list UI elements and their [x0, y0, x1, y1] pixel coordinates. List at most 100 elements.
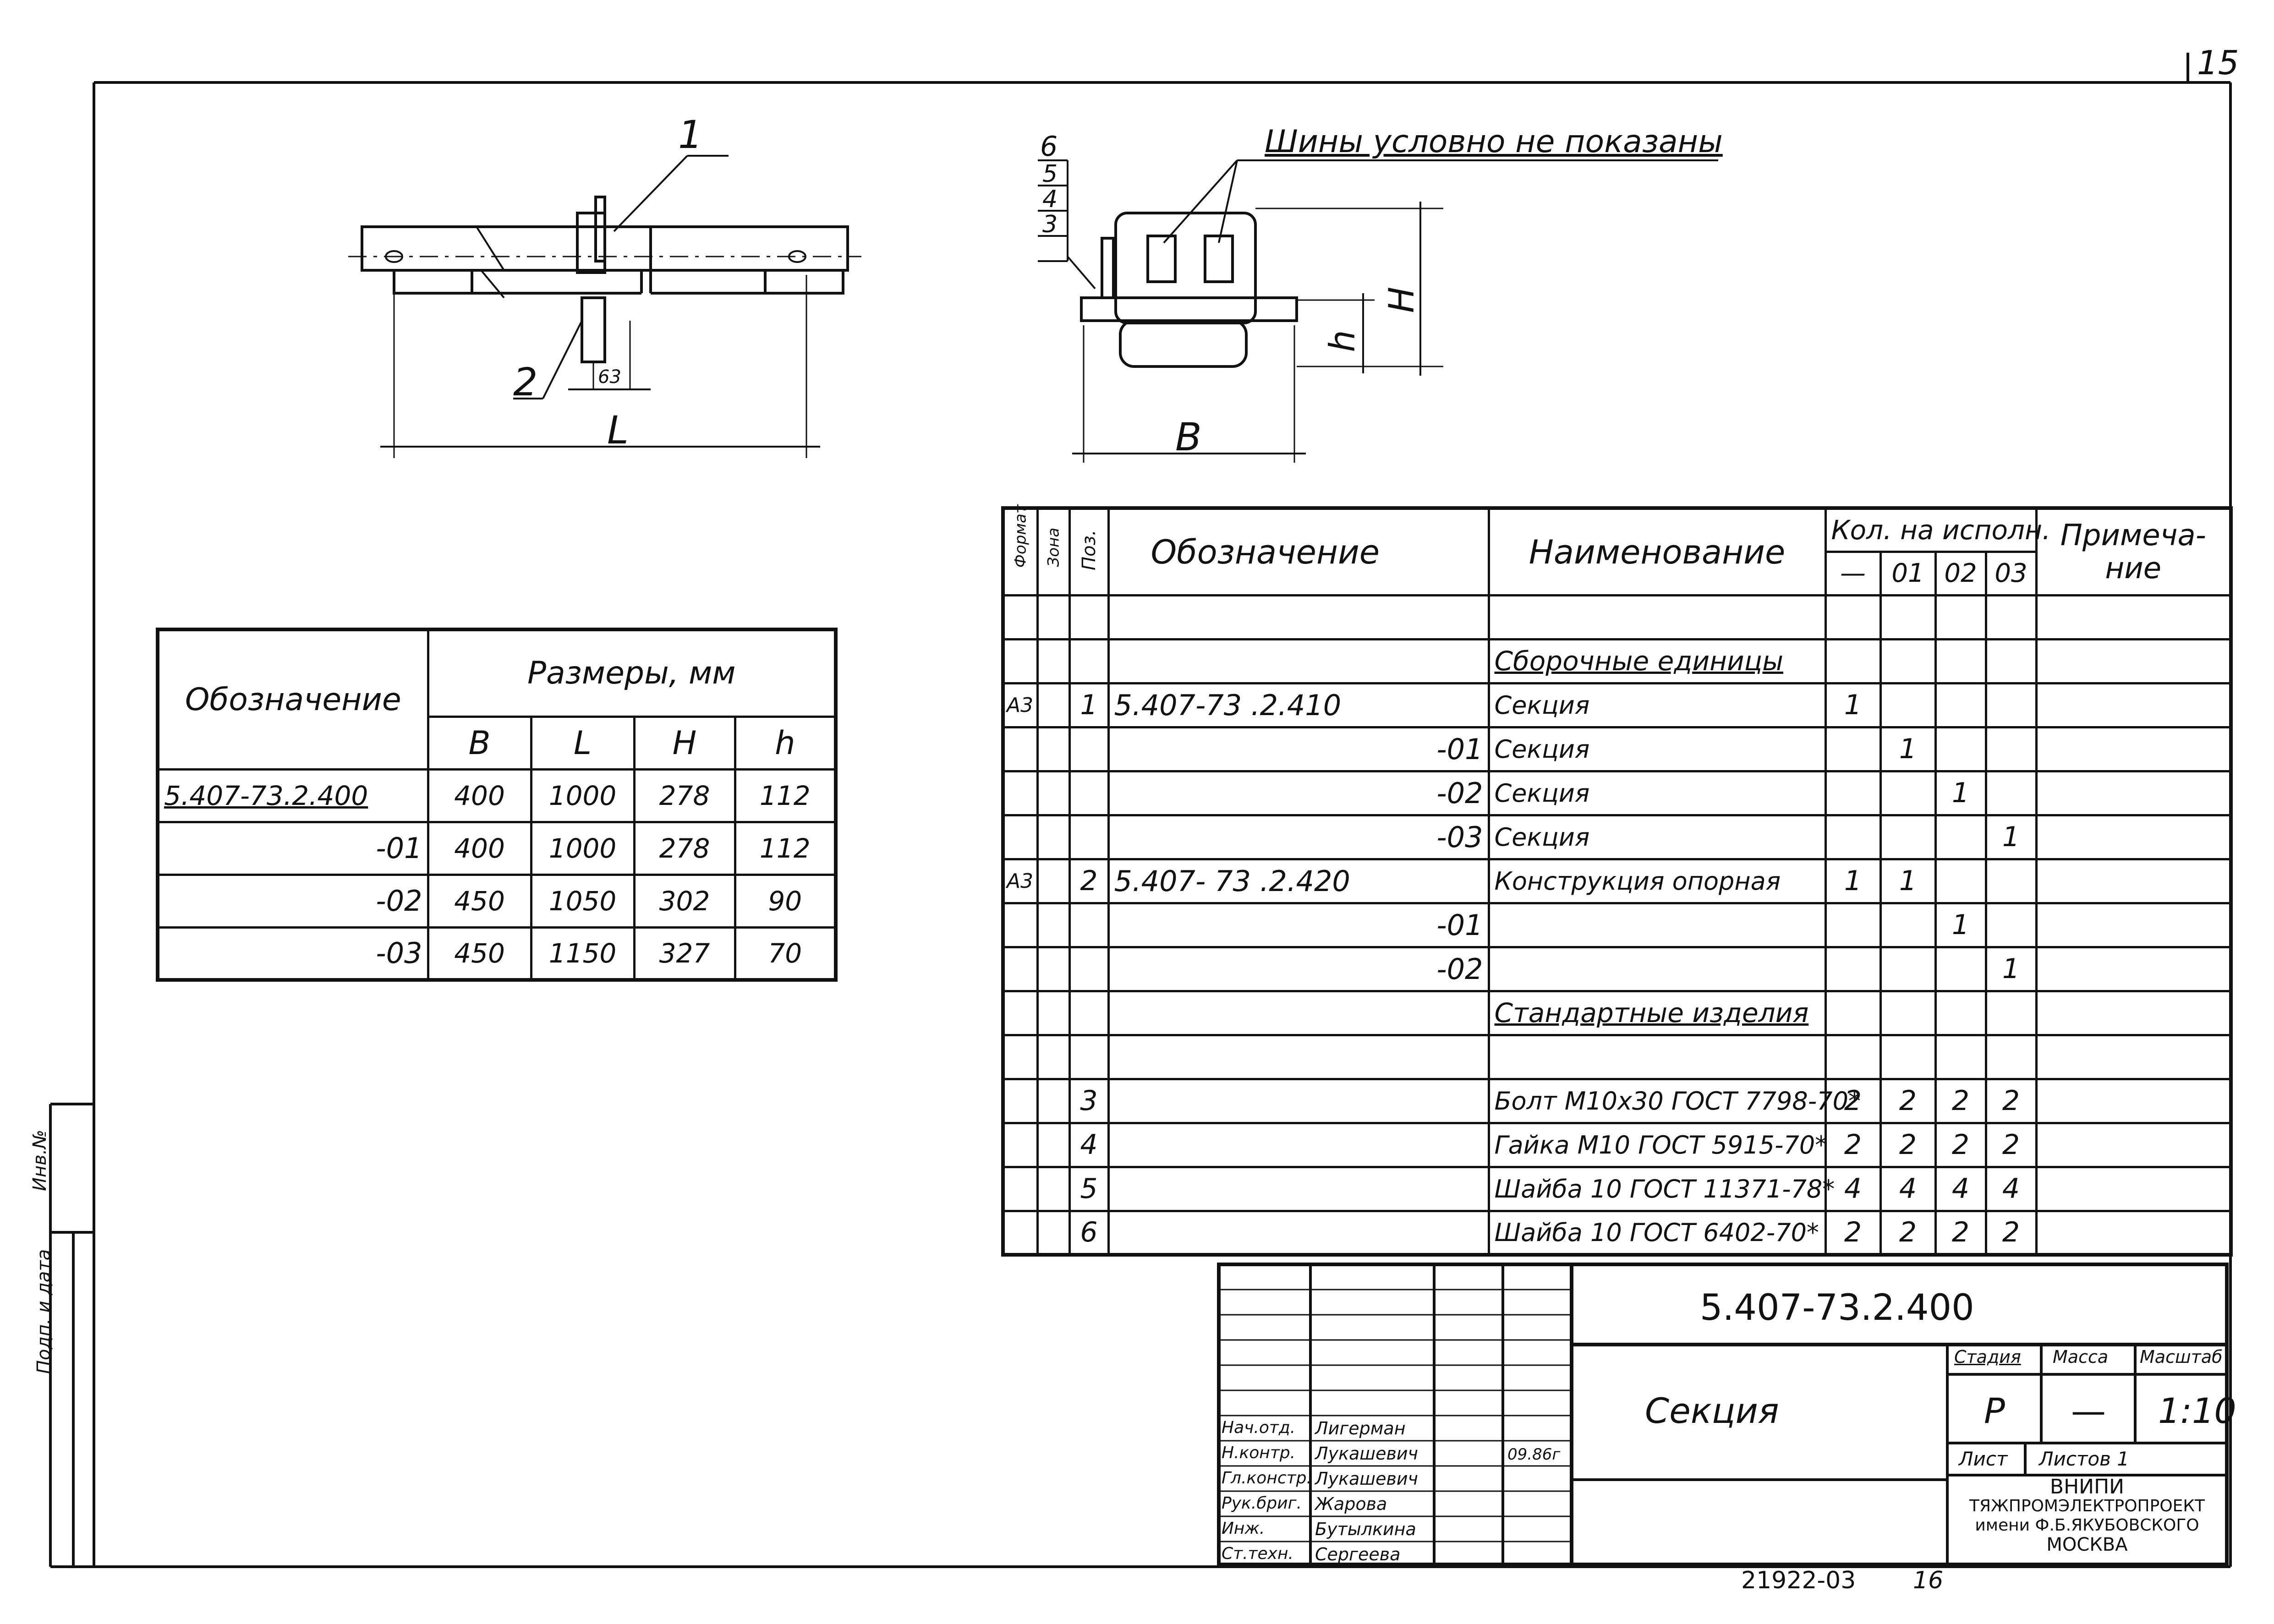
position-label-5: 5 [1042, 160, 1058, 188]
spec-cell-qty: 4 [1984, 1165, 2038, 1212]
dims-cell: 112 [734, 768, 837, 823]
stage-header: Стадия [1954, 1347, 2021, 1367]
spec-cell-position [1068, 814, 1110, 860]
spec-cell-qty [1879, 770, 1937, 816]
spec-cell-qty: 4 [1934, 1165, 1987, 1212]
spec-cell-position [1068, 990, 1110, 1036]
table-row: -02 450 1050 302 90 [156, 873, 837, 929]
spec-cell-qty: 2 [1824, 1121, 1882, 1168]
spec-cell-name: Болт М10х30 ГОСТ 7798-70* [1487, 1077, 1861, 1124]
spec-cell-position: 6 [1068, 1209, 1110, 1256]
table-row: Стандартные изделия [1002, 990, 2232, 1036]
spec-cell-qty: 2 [1934, 1121, 1987, 1168]
dims-col-H: H [633, 715, 736, 771]
approval-role: Инж. [1222, 1519, 1265, 1538]
spec-cell-zone [1036, 858, 1071, 904]
dims-cell: 400 [427, 820, 532, 876]
document-title: Секция [1645, 1390, 1779, 1431]
spec-cell-note [2035, 990, 2232, 1036]
spec-cell-designation [1107, 594, 1490, 640]
organization-name: ВНИПИ ТЯЖПРОМЭЛЕКТРОПРОЕКТ имени Ф.Б.ЯКУ… [1947, 1475, 2227, 1555]
dims-cell: 278 [633, 768, 736, 823]
spec-cell-zone [1036, 946, 1071, 992]
approval-role: Н.контр. [1222, 1444, 1296, 1462]
spec-cell-note [2035, 1077, 2232, 1124]
dims-row-name: -02 [156, 873, 429, 929]
approval-role: Ст.техн. [1222, 1544, 1293, 1563]
spec-cell-designation [1107, 1121, 1490, 1168]
document-code: 5.407-73.2.400 [1700, 1287, 1974, 1329]
spec-cell-format [1002, 594, 1039, 640]
mass-value: — [2071, 1390, 2106, 1431]
spec-head-note-line1: Примеча- [2060, 518, 2206, 552]
spec-cell-qty [1824, 1033, 1882, 1080]
spec-cell-name: Секция [1487, 814, 1827, 860]
spec-qty-col: 01 [1879, 550, 1937, 596]
dimension-h-label: h [1321, 330, 1363, 352]
spec-cell-position [1068, 726, 1110, 772]
spec-head-note-line2: ние [2105, 551, 2162, 585]
spec-cell-format [1002, 814, 1039, 860]
spec-cell-qty [1984, 594, 2038, 640]
spec-cell-qty [1934, 726, 1987, 772]
spec-cell-name: Конструкция опорная [1487, 858, 1827, 904]
spec-cell-qty [1824, 726, 1882, 772]
spec-cell-zone [1036, 1033, 1071, 1080]
spec-cell-zone [1036, 594, 1071, 640]
spec-cell-position: 1 [1068, 682, 1110, 728]
spec-cell-qty: 4 [1879, 1165, 1937, 1212]
table-row: 5.407-73.2.400 400 1000 278 112 [156, 768, 837, 823]
dims-cell: 278 [633, 820, 736, 876]
spec-cell-designation: -01 [1107, 726, 1490, 772]
spec-cell-qty: 2 [1879, 1209, 1937, 1256]
spec-qty-col: 02 [1934, 550, 1987, 596]
dims-row-name: -01 [156, 820, 429, 876]
spec-cell-designation: -01 [1107, 902, 1490, 948]
spec-cell-qty [1824, 638, 1882, 684]
spec-cell-zone [1036, 1209, 1071, 1256]
spec-cell-qty: 1 [1879, 726, 1937, 772]
sheets-label: Листов 1 [2039, 1448, 2129, 1470]
dims-cell: 70 [734, 926, 837, 981]
spec-cell-qty [1879, 902, 1937, 948]
spec-cell-note [2035, 594, 2232, 640]
approval-date: 09.86г [1507, 1445, 1561, 1464]
spec-cell-qty: 2 [1824, 1209, 1882, 1256]
spec-cell-format [1002, 1121, 1039, 1168]
approval-person-name: Сергеева [1315, 1544, 1401, 1564]
spec-cell-format [1002, 990, 1039, 1036]
dims-col-B: B [427, 715, 532, 771]
title-block-grid [1217, 1263, 2229, 1566]
spec-cell-note [2035, 946, 2232, 992]
spec-cell-qty: 2 [1879, 1077, 1937, 1124]
spec-cell-qty: 2 [1824, 1077, 1882, 1124]
signature-date-label: Подп. и дата [33, 1249, 55, 1374]
spec-cell-format [1002, 1209, 1039, 1256]
spec-cell-note [2035, 1165, 2232, 1212]
spec-cell-zone [1036, 1165, 1071, 1212]
dimension-L-label: L [607, 408, 629, 453]
spec-cell-position: 5 [1068, 1165, 1110, 1212]
spec-cell-format [1002, 1165, 1039, 1212]
spec-cell-qty [1934, 594, 1987, 640]
table-row [1002, 1033, 2232, 1080]
spec-cell-position: 4 [1068, 1121, 1110, 1168]
org-line-1: ВНИПИ [2049, 1475, 2125, 1498]
spec-cell-note [2035, 814, 2232, 860]
spec-cell-name: Секция [1487, 770, 1827, 816]
spec-cell-format [1002, 638, 1039, 684]
dimension-H-label: H [1381, 286, 1422, 313]
spec-cell-position [1068, 902, 1110, 948]
dims-head-sizes: Размеры, мм [427, 628, 837, 718]
spec-cell-qty [1879, 990, 1937, 1036]
spec-cell-name: Шайба 10 ГОСТ 11371-78* [1487, 1165, 1835, 1212]
approval-person-name: Лукашевич [1315, 1444, 1418, 1464]
spec-cell-qty [1879, 594, 1937, 640]
spec-cell-qty [1824, 902, 1882, 948]
spec-cell-zone [1036, 726, 1071, 772]
